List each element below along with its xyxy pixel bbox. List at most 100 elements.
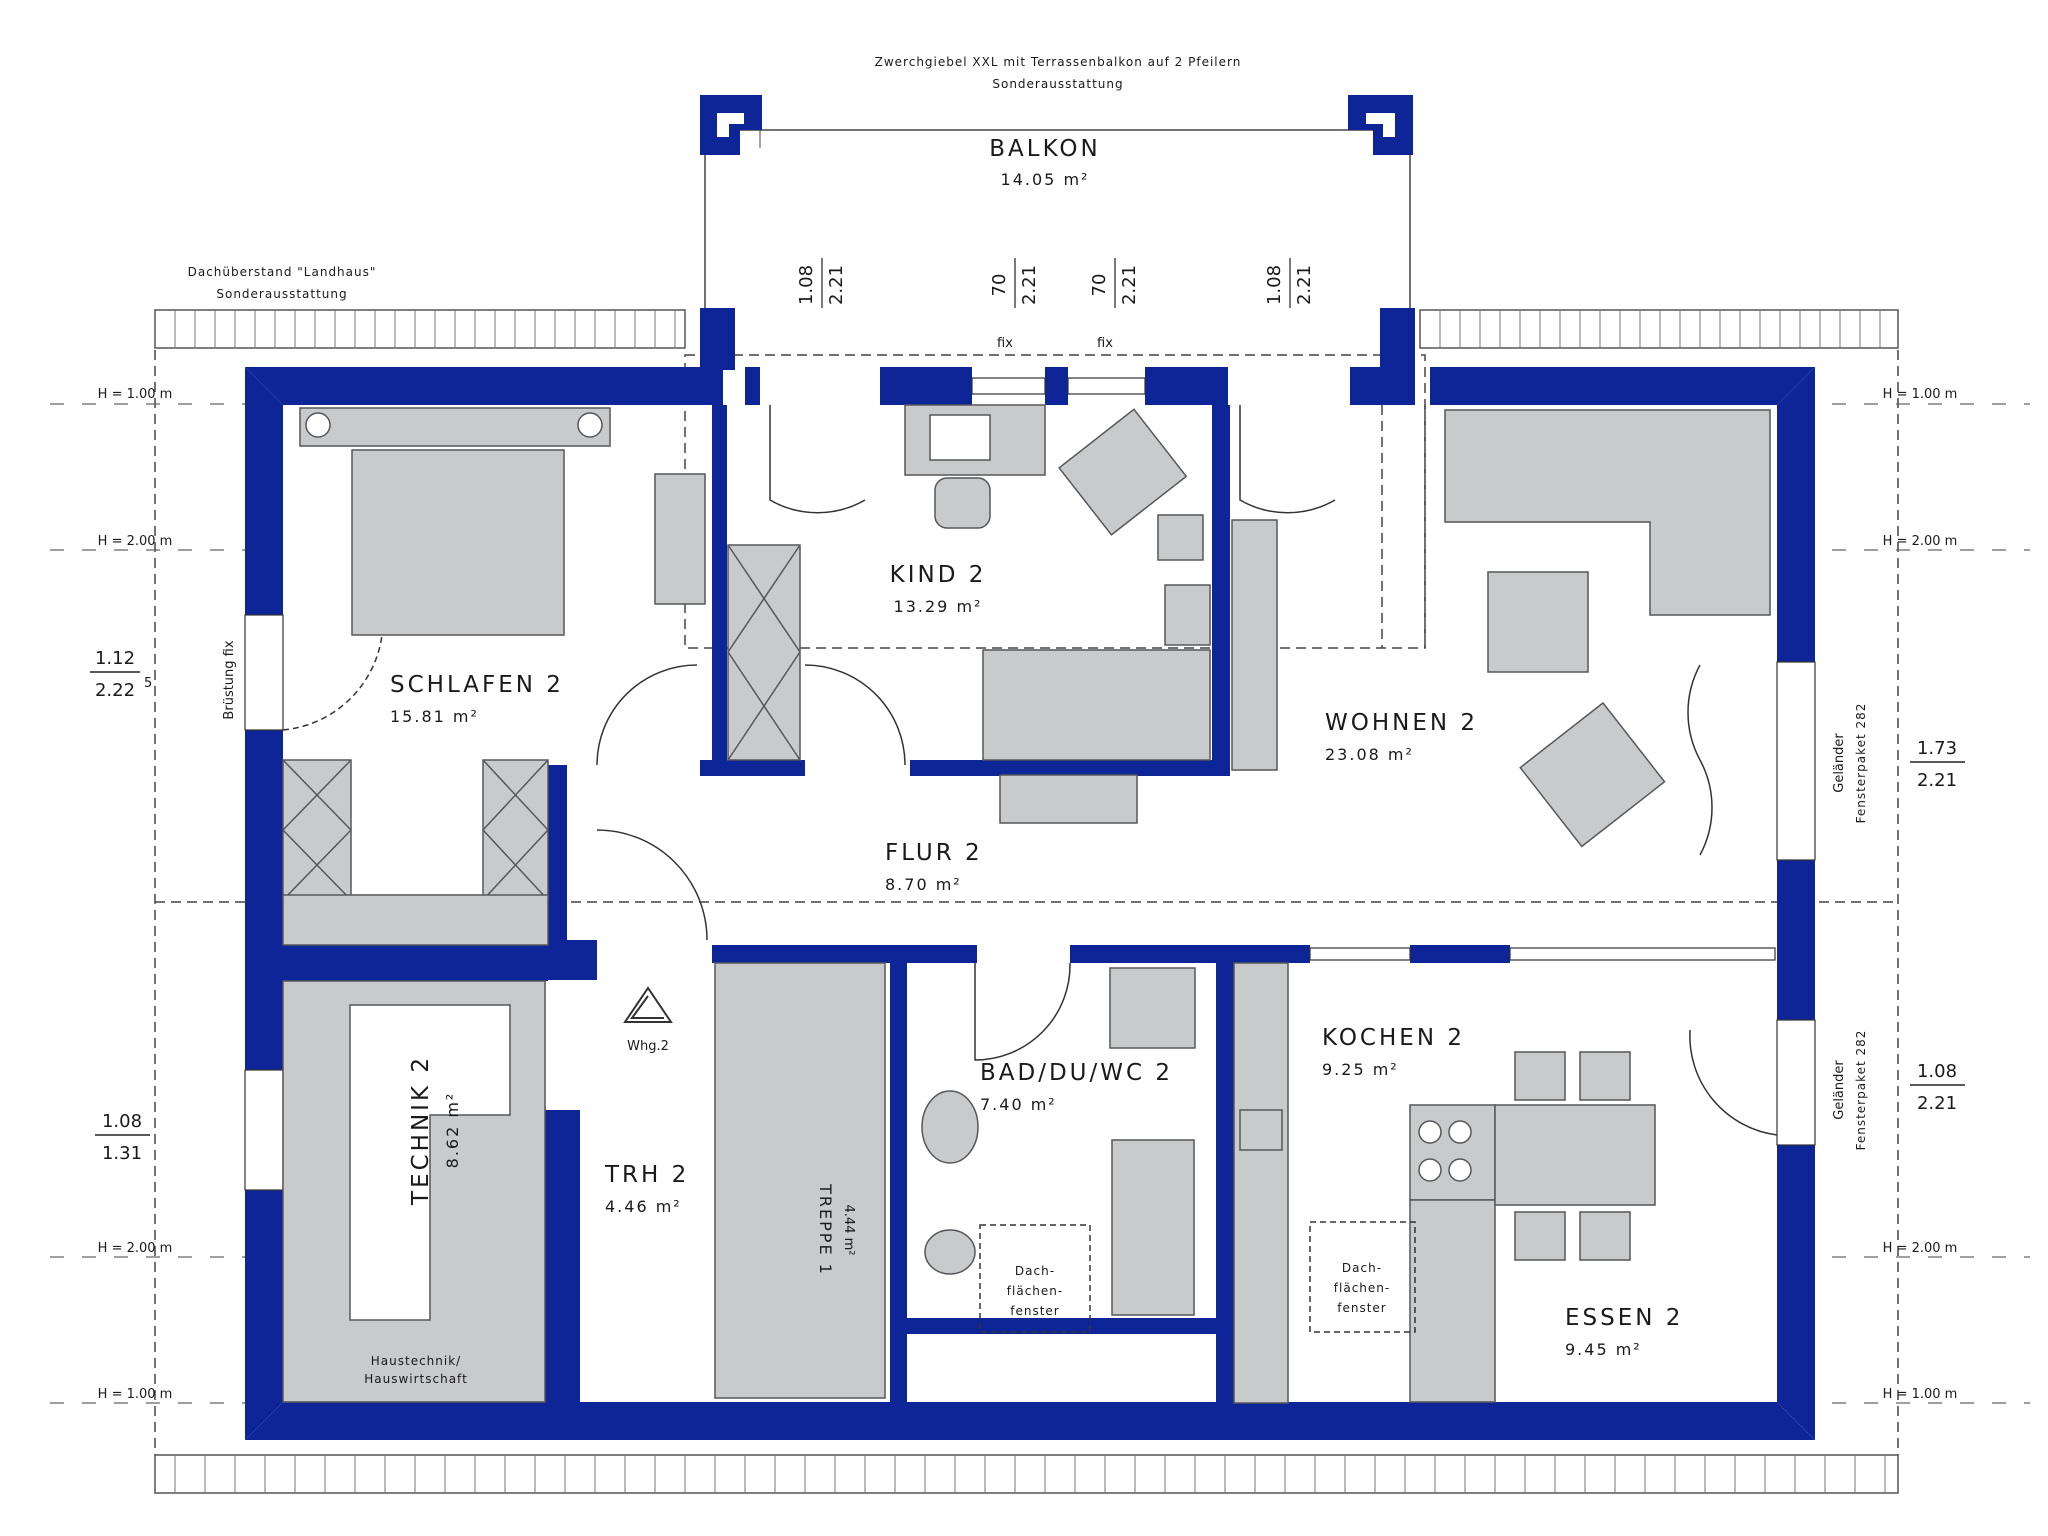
bruestung-label: Brüstung fix: [222, 640, 237, 719]
dim-left-2-bottom: 1.31: [102, 1143, 142, 1164]
windows: [244, 377, 1816, 1191]
fix-label-2: fix: [1097, 336, 1113, 351]
dim-right-1-bottom: 2.21: [1917, 770, 1957, 791]
dim-right-1-top: 1.73: [1917, 738, 1957, 759]
interior-walls: [283, 405, 1510, 1403]
room-name-technik: TECHNIK 2: [408, 1055, 434, 1206]
room-area-kind: 13.29 m²: [894, 597, 983, 616]
dach-label-1c: fenster: [1010, 1304, 1060, 1318]
whg-label: Whg.2: [627, 1039, 669, 1054]
room-area-flur: 8.70 m²: [885, 875, 962, 894]
bed-headboard: [299, 407, 611, 447]
dim-balkon-1-top: 1.08: [796, 265, 817, 305]
shower: [1109, 967, 1196, 1049]
dach-label-1a: Dach-: [1015, 1264, 1055, 1278]
room-area-trh: 4.46 m²: [605, 1197, 682, 1216]
room-area-kochen: 9.25 m²: [1322, 1060, 1399, 1079]
wardrobe: [654, 473, 706, 605]
overhang-title: Dachüberstand "Landhaus": [188, 265, 377, 279]
dim-balkon-4-bottom: 2.21: [1294, 265, 1315, 305]
fensterpaket-label-1: Fensterpaket 282: [1854, 703, 1868, 824]
dim-balkon-1-bottom: 2.21: [826, 265, 847, 305]
fensterpaket-label-2: Fensterpaket 282: [1854, 1030, 1868, 1151]
height-left-1: H = 1.00 m: [98, 387, 173, 402]
dim-balkon-4-top: 1.08: [1264, 265, 1285, 305]
kitchen-counter: [1233, 962, 1289, 1404]
height-left-4: H = 1.00 m: [98, 1387, 173, 1402]
dim-balkon-3-top: 70: [1089, 274, 1110, 297]
fix-label-1: fix: [997, 336, 1013, 351]
misc-labels: fix fix Brüstung fix Whg.2 TREPPE 1 4.44…: [222, 336, 1868, 1386]
room-name-kind: KIND 2: [890, 562, 987, 588]
washbasin: [921, 1090, 979, 1164]
haustechnik-label-1: Haustechnik/: [371, 1354, 461, 1368]
dim-balkon-2-top: 70: [989, 274, 1010, 297]
room-area-balkon: 14.05 m²: [1001, 170, 1090, 189]
dim-left-1-bottom: 2.22: [95, 680, 135, 701]
room-area-bad: 7.40 m²: [980, 1095, 1057, 1114]
furniture: [282, 404, 1771, 1404]
dim-right-2-bottom: 2.21: [1917, 1093, 1957, 1114]
room-area-essen: 9.45 m²: [1565, 1340, 1642, 1359]
whg-triangle-icon: [623, 986, 673, 1023]
height-labels: H = 1.00 m H = 2.00 m H = 2.00 m H = 1.0…: [98, 387, 1958, 1402]
height-left-2: H = 2.00 m: [98, 534, 173, 549]
gelaender-label-1: Geländer: [1832, 733, 1847, 793]
roof-overhang-hatch: [174, 310, 1886, 1493]
dim-left-2-top: 1.08: [102, 1111, 142, 1132]
staircase: [714, 962, 886, 1399]
dach-label-2a: Dach-: [1342, 1261, 1382, 1275]
room-name-kochen: KOCHEN 2: [1322, 1025, 1465, 1051]
side-dimension-lines: [90, 671, 1965, 1136]
room-area-technik: 8.62 m²: [443, 1092, 462, 1169]
height-right-3: H = 2.00 m: [1883, 1241, 1958, 1256]
gable-sub: Sonderausstattung: [992, 77, 1123, 91]
armchair: [1058, 408, 1188, 536]
room-name-wohnen: WOHNEN 2: [1325, 710, 1478, 736]
dining-table: [1494, 1104, 1656, 1206]
height-right-1: H = 1.00 m: [1883, 387, 1958, 402]
dach-label-1b: flächen-: [1007, 1284, 1063, 1298]
sofa: [982, 649, 1211, 761]
treppe-label: TREPPE 1: [816, 1183, 835, 1276]
roof-windows: [979, 1221, 1416, 1333]
room-name-schlafen: SCHLAFEN 2: [390, 672, 564, 698]
height-right-2: H = 2.00 m: [1883, 534, 1958, 549]
overhang-sub: Sonderausstattung: [216, 287, 347, 301]
balcony-dimensions: [821, 258, 1291, 308]
room-name-trh: TRH 2: [604, 1162, 689, 1188]
room-name-essen: ESSEN 2: [1565, 1305, 1683, 1331]
dim-left-1-top: 1.12: [95, 648, 135, 669]
dach-label-2b: flächen-: [1334, 1281, 1390, 1295]
sink: [1239, 1109, 1283, 1151]
stove: [1409, 1104, 1496, 1201]
gable-note: Zwerchgiebel XXL mit Terrassenbalkon auf…: [875, 55, 1242, 69]
bed: [351, 449, 565, 636]
room-name-flur: FLUR 2: [885, 840, 983, 866]
gelaender-label-2: Geländer: [1832, 1060, 1847, 1120]
room-area-wohnen: 23.08 m²: [1325, 745, 1414, 764]
haustechnik-label-2: Hauswirtschaft: [364, 1372, 468, 1386]
dim-left-1-sup: 5: [144, 676, 152, 691]
dim-balkon-2-bottom: 2.21: [1019, 265, 1040, 305]
bathtub: [1111, 1139, 1195, 1316]
room-name-balkon: BALKON: [989, 136, 1100, 162]
treppe-dim-label: 4.44 m²: [841, 1205, 856, 1256]
corner-sofa: [1444, 409, 1771, 616]
balcony-dimension-labels: 1.08 2.21 70 2.21 70 2.21 1.08 2.21: [796, 265, 1315, 305]
room-labels: BALKON 14.05 m² KIND 2 13.29 m² SCHLAFEN…: [390, 136, 1683, 1359]
dach-label-2c: fenster: [1337, 1301, 1387, 1315]
header-notes: Zwerchgiebel XXL mit Terrassenbalkon auf…: [188, 55, 1242, 301]
balcony: [704, 129, 1411, 330]
dresser: [282, 759, 352, 901]
height-left-3: H = 2.00 m: [98, 1241, 173, 1256]
chair: [934, 477, 991, 529]
dim-balkon-3-bottom: 2.21: [1119, 265, 1140, 305]
room-name-bad: BAD/DU/WC 2: [980, 1060, 1173, 1086]
dim-right-2-top: 1.08: [1917, 1061, 1957, 1082]
room-area-schlafen: 15.81 m²: [390, 707, 479, 726]
height-right-4: H = 1.00 m: [1883, 1387, 1958, 1402]
height-guides: [50, 403, 2030, 1404]
toilet: [924, 1229, 976, 1275]
